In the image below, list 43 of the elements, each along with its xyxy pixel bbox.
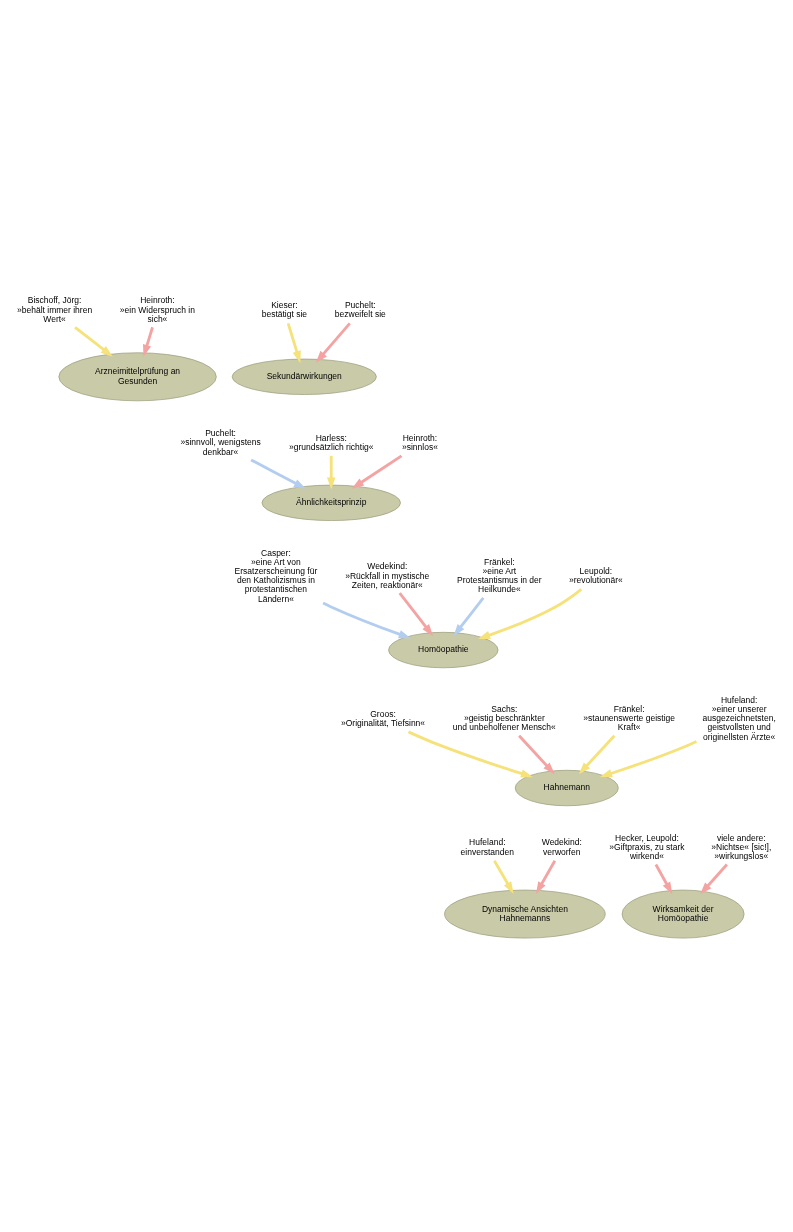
node-ellipse: Wirksamkeit der Homöopathie [621,889,745,939]
node-text: Kieser: bestätigt sie [261,300,308,320]
arrow [143,326,154,357]
arrow [407,730,534,778]
node-text: Leupold: »revolutionär« [568,566,623,586]
node-text: Bischoff, Jörg: »behält immer ihren Wert« [17,295,93,324]
arrow [518,734,555,775]
node-text: Harless: »grundsätzlich richtig« [288,432,374,452]
arrow [535,860,557,894]
arrow [700,863,728,895]
node-ellipse: Dynamische Ansichten Hahnemanns [444,889,606,939]
node-text: Groos: »Originalität, Tiefsinn« [340,708,426,728]
node-text: Hecker, Leupold: »Giftpraxis, zu stark wirkend« [609,832,685,862]
node-text: Wedekind: »Rückfall in mystische Zeiten, reaktionär« [345,561,430,590]
arrow [493,860,514,894]
node-text: Hufeland: »einer unserer ausgezeichnetsten, geistvollsten und originellsten Ärzte« [702,694,776,742]
node-text: Fränkel: »eine Art Protestantismus in der Heilkunde« [457,556,542,595]
node-text: Fränkel: »staunenswerte geistige Kraft« [583,704,676,733]
arrow [654,863,673,895]
arrow [453,596,485,637]
node-text: Puchelt: bezweifelt sie [334,300,386,320]
node-text: Hufeland: einverstanden [460,837,515,857]
node-text: Heinroth: »sinnlos« [401,432,438,452]
node-ellipse: Arzneimittelprüfung an Gesunden [58,352,217,402]
node-text: Heinroth: »ein Widerspruch in sich« [119,295,195,324]
node-text: Wedekind: verworfen [541,837,582,857]
node-text: Sachs: »geistig beschränkter und unbeholfener Mensch« [452,704,556,733]
arrow [74,326,113,357]
node-ellipse: Sekundärwirkungen [231,358,377,395]
node-ellipse: Ähnlichkeitsprinzip [261,484,401,521]
arrow [600,740,698,778]
arrow [351,454,403,489]
arrow [327,455,336,490]
node-text: viele andere: »Nichtse« [sic!], »wirkungslos« [711,832,772,862]
arrow [322,601,411,639]
arrow [315,322,351,363]
arrow [478,588,583,640]
arrow [250,458,306,489]
node-text: Casper: »eine Art von Ersatzerscheinung für den Katholizismus in protestantischen Ländern« [234,547,318,604]
node-text: Puchelt: »sinnvoll, wenigstens denkbar« [180,428,261,457]
arrow [398,592,434,637]
arrow [578,734,616,775]
arrow [286,323,301,364]
